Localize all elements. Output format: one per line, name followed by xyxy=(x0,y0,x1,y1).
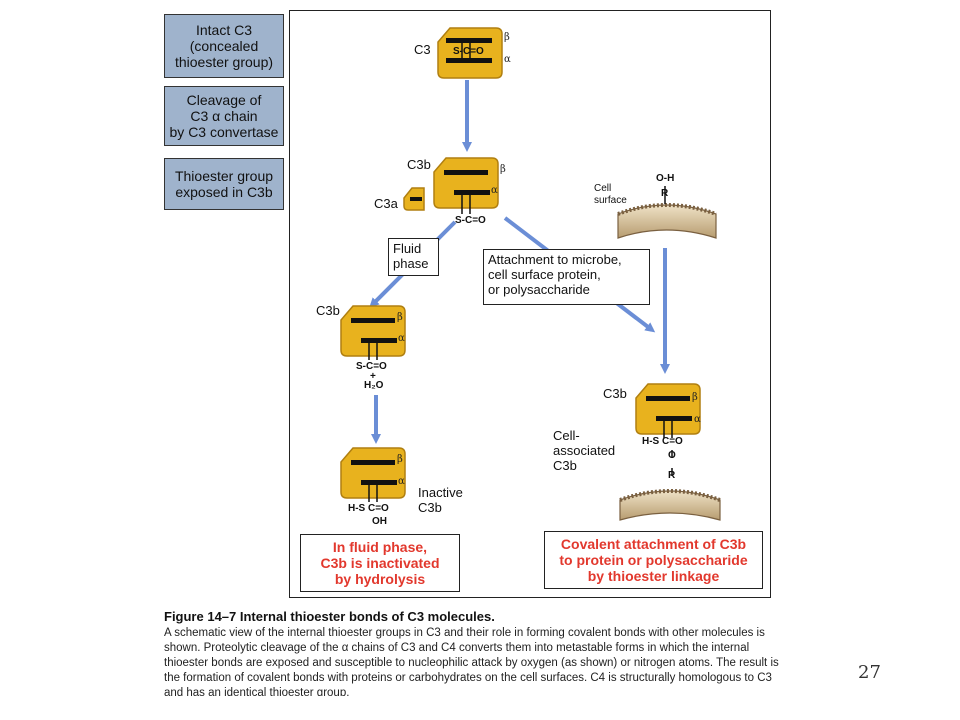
label-c3b-top-beta: β xyxy=(500,164,506,175)
label-c3b-cell-beta: β xyxy=(692,392,698,403)
step-thioester-exposed: Thioester group exposed in C3b xyxy=(164,158,284,210)
label-inactive-alpha: α xyxy=(398,476,405,487)
step-cleavage: Cleavage of C3 α chain by C3 convertase xyxy=(164,86,284,146)
label-c3b-top-alpha: α xyxy=(491,185,498,196)
protein-c3b-cell xyxy=(635,383,701,476)
label-inactive-beta: β xyxy=(397,454,403,465)
label-inactive-oh: OH xyxy=(372,516,387,527)
label-c3a: C3a xyxy=(374,196,398,211)
figure-frame xyxy=(289,10,771,598)
label-c3-sco: S-C=O xyxy=(453,46,484,57)
label-c3b-cell: C3b xyxy=(603,386,627,401)
result-fluid-text: In fluid phase, C3b is inactivated by hy… xyxy=(320,539,440,587)
protein-c3b-top xyxy=(433,157,499,214)
label-inactive-c3b: Inactive C3b xyxy=(418,485,463,515)
label-c3-alpha: α xyxy=(504,54,511,65)
protein-c3a xyxy=(403,187,425,211)
label-c3b-cell-alpha: α xyxy=(694,414,701,425)
step-cleavage-text: Cleavage of C3 α chain by C3 convertase xyxy=(169,92,279,140)
step-thioester-exposed-text: Thioester group exposed in C3b xyxy=(174,168,274,200)
page-number: 27 xyxy=(858,662,881,683)
figure-caption-title: Figure 14–7 Internal thioester bonds of … xyxy=(164,609,495,624)
label-cell-associated: Cell- associated C3b xyxy=(553,428,616,473)
result-fluid-box: In fluid phase, C3b is inactivated by hy… xyxy=(300,534,460,592)
label-c3b-fluid-beta: β xyxy=(397,312,403,323)
label-c3b-top: C3b xyxy=(407,157,431,172)
fluid-phase-box: Fluid phase xyxy=(388,238,439,276)
label-c3b-fluid-sco: S-C=O xyxy=(356,361,387,372)
label-h2o: H₂O xyxy=(364,380,384,391)
label-c3b-top-sco: S-C=O xyxy=(455,215,486,226)
label-c3b-cell-o: O xyxy=(668,450,676,461)
membrane-top xyxy=(617,186,717,239)
step-intact-c3: Intact C3 (concealed thioester group) xyxy=(164,14,284,78)
label-c3b-cell-hsco: H-S C=O xyxy=(642,436,683,447)
label-c3: C3 xyxy=(414,42,431,57)
protein-c3b-fluid xyxy=(340,305,406,360)
membrane-bottom xyxy=(619,489,721,521)
step-intact-c3-text: Intact C3 (concealed thioester group) xyxy=(174,22,274,70)
label-r-top: R xyxy=(661,188,669,199)
label-plus: + xyxy=(370,371,376,382)
label-oh-top: O-H xyxy=(656,173,675,184)
label-c3b-fluid: C3b xyxy=(316,303,340,318)
label-c3b-fluid-alpha: α xyxy=(398,333,405,344)
result-covalent-box: Covalent attachment of C3b to protein or… xyxy=(544,531,763,589)
label-inactive-hsco: H-S C=O xyxy=(348,503,389,514)
label-c3-beta: β xyxy=(504,32,510,43)
figure-caption-text: A schematic view of the internal thioest… xyxy=(164,627,779,696)
protein-c3 xyxy=(437,27,503,79)
protein-c3b-inactive xyxy=(340,447,406,502)
attachment-box: Attachment to microbe, cell surface prot… xyxy=(483,249,650,305)
result-covalent-text: Covalent attachment of C3b to protein or… xyxy=(559,536,748,584)
label-c3b-cell-r: R xyxy=(668,470,676,481)
label-cell-surface: Cell surface xyxy=(594,183,627,206)
